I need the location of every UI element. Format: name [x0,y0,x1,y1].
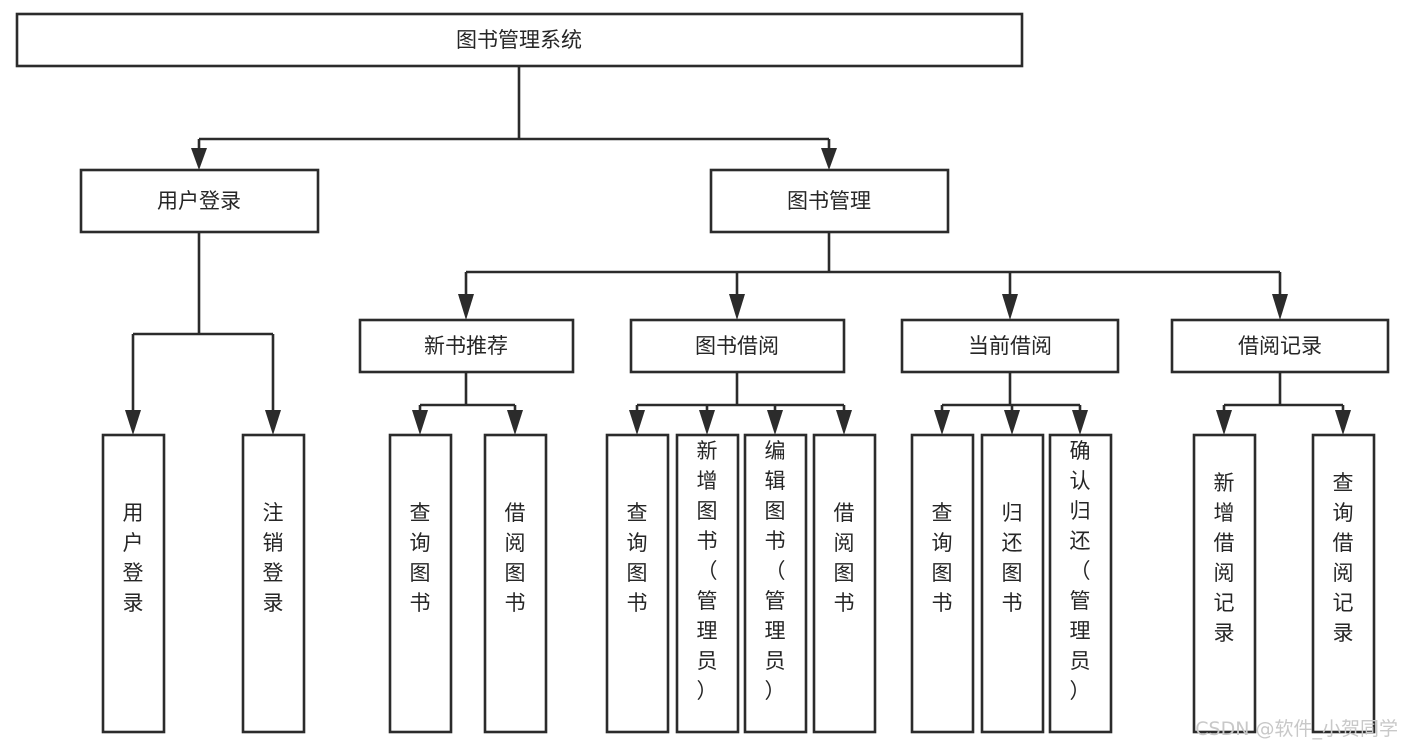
node-leaf-logout[interactable]: 注销登录 [241,433,306,734]
node-leaf-add-record[interactable]: 新增借阅记录 [1192,433,1257,734]
node-leaf-borrow-book-b-label: 借阅图书 [834,501,855,615]
node-leaf-query-book-c[interactable]: 查询图书 [910,433,975,734]
node-book-borrow-box[interactable] [629,318,846,374]
arrow-to-user-login [191,148,207,170]
arrow-leaf-query-book-b [629,410,645,435]
node-leaf-query-book-a-box[interactable] [388,433,453,734]
arrow-leaf-add-book-admin [699,410,715,435]
node-new-book-rec[interactable]: 新书推荐 [358,318,575,374]
node-leaf-query-record-label: 查询借阅记录 [1333,471,1354,645]
node-leaf-borrow-book-b-box[interactable] [812,433,877,734]
node-leaf-confirm-return-admin-label: 确认归还（管理员） [1070,439,1091,703]
connector-current-borrow-to-leaves [934,372,1088,435]
node-leaf-logout-label: 注销登录 [263,501,284,615]
node-leaf-query-book-c-label: 查询图书 [932,501,953,615]
node-root-box[interactable] [15,12,1024,68]
node-leaf-query-record-box[interactable] [1311,433,1376,734]
node-leaf-add-book-admin-label: 新增图书（管理员） [697,439,718,703]
node-leaf-confirm-return-admin-box[interactable] [1048,433,1113,734]
node-leaf-edit-book-admin-box[interactable] [743,433,808,734]
node-leaf-query-record[interactable]: 查询借阅记录 [1311,433,1376,734]
node-leaf-edit-book-admin-label: 编辑图书（管理员） [765,439,786,703]
arrow-leaf-user-login [125,410,141,435]
node-borrow-record[interactable]: 借阅记录 [1170,318,1390,374]
node-leaf-borrow-book-a-box[interactable] [483,433,548,734]
node-book-manage-label: 图书管理 [787,189,871,213]
arrow-leaf-query-record [1335,410,1351,435]
arrow-to-book-manage [821,148,837,170]
node-leaf-add-book-admin[interactable]: 新增图书（管理员） [675,433,740,734]
node-leaf-query-book-a-label: 查询图书 [410,501,431,615]
node-leaf-query-book-c-box[interactable] [910,433,975,734]
connector-book-borrow-to-leaves [629,372,852,435]
node-leaf-add-record-box[interactable] [1192,433,1257,734]
arrow-leaf-add-record [1216,410,1232,435]
arrow-new-book-rec [458,294,474,320]
node-current-borrow-box[interactable] [900,318,1120,374]
node-user-login-label: 用户登录 [157,189,241,213]
node-root[interactable]: 图书管理系统 [15,12,1024,68]
connector-new-book-rec-to-leaves [412,372,523,435]
node-current-borrow[interactable]: 当前借阅 [900,318,1120,374]
node-leaf-query-book-b-box[interactable] [605,433,670,734]
arrow-current-borrow [1002,294,1018,320]
arrow-leaf-query-book-a [412,410,428,435]
node-leaf-return-book[interactable]: 归还图书 [980,433,1045,734]
arrow-leaf-return-book [1004,410,1020,435]
connector-book-manage-to-level3 [458,232,1288,320]
arrow-leaf-query-book-c [934,410,950,435]
node-leaf-query-book-b-label: 查询图书 [627,501,648,615]
arrow-leaf-logout [265,410,281,435]
node-leaf-return-book-box[interactable] [980,433,1045,734]
node-leaf-user-login-box[interactable] [101,433,166,734]
node-user-login-box[interactable] [79,168,320,234]
watermark-label: CSDN @软件_小贺同学 [1195,718,1398,740]
connector-root-to-level2 [191,66,837,170]
node-book-borrow[interactable]: 图书借阅 [629,318,846,374]
arrow-leaf-confirm-return [1072,410,1088,435]
arrow-borrow-record [1272,294,1288,320]
node-new-book-rec-label: 新书推荐 [424,334,508,358]
node-leaf-add-book-admin-box[interactable] [675,433,740,734]
node-leaf-user-login-label: 用户登录 [123,501,144,615]
node-leaf-confirm-return-admin[interactable]: 确认归还（管理员） [1048,433,1113,734]
node-leaf-borrow-book-a-label: 借阅图书 [505,501,526,615]
node-book-manage[interactable]: 图书管理 [709,168,950,234]
arrow-book-borrow [729,294,745,320]
node-book-borrow-label: 图书借阅 [695,334,779,358]
node-book-manage-box[interactable] [709,168,950,234]
node-new-book-rec-box[interactable] [358,318,575,374]
node-root-label: 图书管理系统 [456,28,582,52]
node-leaf-user-login[interactable]: 用户登录 [101,433,166,734]
connector-user-login-to-leaves [125,232,281,435]
node-leaf-return-book-label: 归还图书 [1002,501,1023,615]
node-leaf-add-record-label: 新增借阅记录 [1214,471,1235,645]
arrow-leaf-edit-book-admin [767,410,783,435]
node-user-login[interactable]: 用户登录 [79,168,320,234]
node-borrow-record-label: 借阅记录 [1238,334,1322,358]
arrow-leaf-borrow-book-a [507,410,523,435]
node-leaf-borrow-book-a[interactable]: 借阅图书 [483,433,548,734]
node-leaf-logout-box[interactable] [241,433,306,734]
arrow-leaf-borrow-book-b [836,410,852,435]
node-current-borrow-label: 当前借阅 [968,334,1052,358]
node-leaf-query-book-b[interactable]: 查询图书 [605,433,670,734]
node-leaf-query-book-a[interactable]: 查询图书 [388,433,453,734]
node-borrow-record-box[interactable] [1170,318,1390,374]
connector-borrow-record-to-leaves [1216,372,1351,435]
node-leaf-borrow-book-b[interactable]: 借阅图书 [812,433,877,734]
node-leaf-edit-book-admin[interactable]: 编辑图书（管理员） [743,433,808,734]
